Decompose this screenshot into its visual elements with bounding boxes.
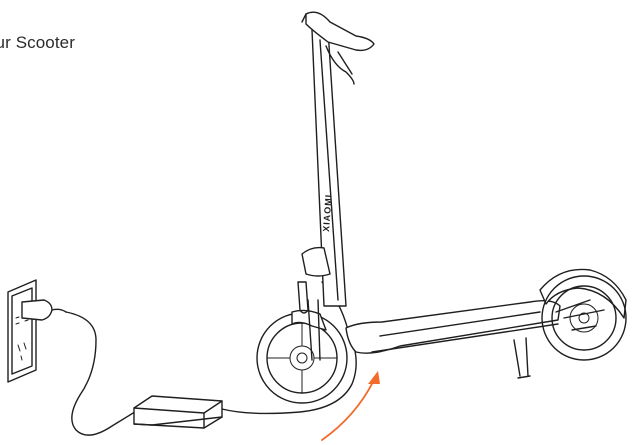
brand-label: XIAOMI: [321, 194, 334, 233]
power-adapter-icon: [133, 395, 223, 429]
section-heading: our Scooter: [0, 33, 75, 52]
scooter-illustration: XIAOMI: [256, 11, 627, 404]
dc-cable: [221, 281, 357, 415]
ac-cable: [65, 311, 139, 436]
charging-port-arrow-icon: [321, 371, 380, 441]
wall-outlet-icon: [7, 279, 37, 383]
plug-icon: [21, 299, 67, 321]
